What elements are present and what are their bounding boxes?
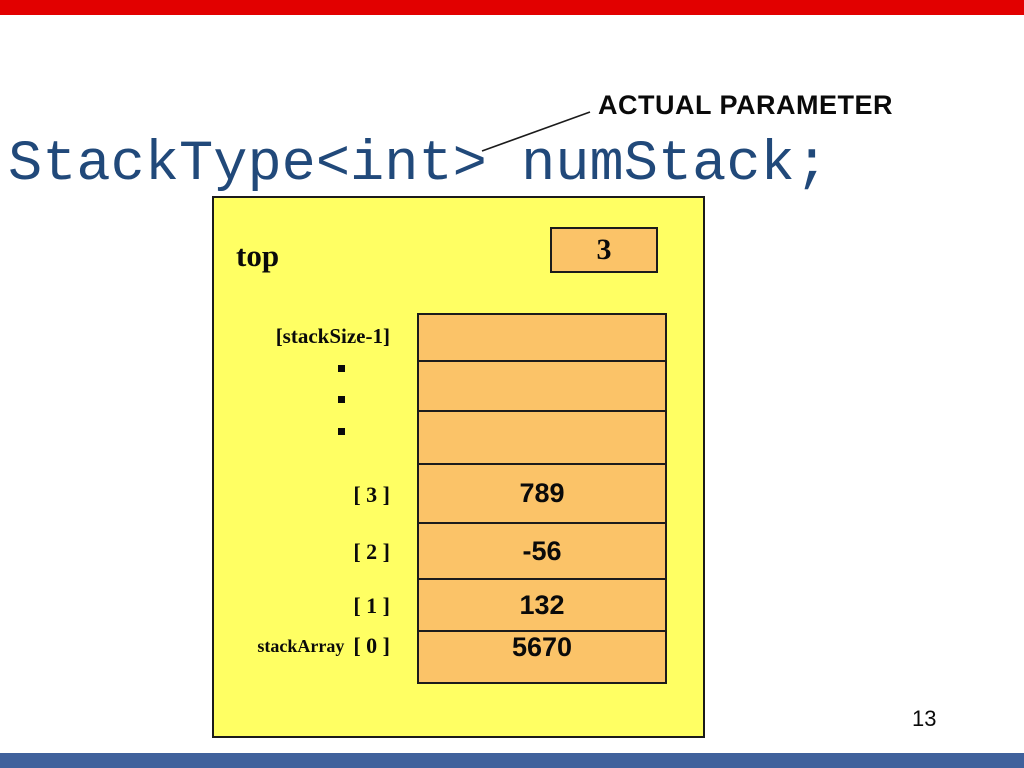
index-label-1: [ 1 ]: [353, 593, 390, 618]
array-cell: 789: [419, 465, 665, 524]
annotation-label: ACTUAL PARAMETER: [598, 90, 893, 120]
top-value-box: 3: [550, 227, 658, 273]
bottom-accent-bar: [0, 753, 1024, 768]
top-accent-bar: [0, 0, 1024, 15]
index-label-0: stackArray [ 0 ]: [214, 632, 390, 684]
index-label-stacksize: [stackSize-1]: [275, 324, 390, 348]
array-cell: [419, 315, 665, 362]
stack-array-column: 789 -56 132 5670: [417, 313, 667, 684]
page-number: 13: [912, 706, 937, 731]
array-cell: 132: [419, 580, 665, 632]
array-name-label: stackArray: [257, 636, 345, 656]
array-cell: [419, 362, 665, 412]
vertical-ellipsis-dot: [338, 396, 345, 403]
array-cell: -56: [419, 524, 665, 580]
top-field-value: 3: [596, 233, 612, 266]
cell-value: 132: [519, 589, 565, 620]
index-label-3: [ 3 ]: [353, 481, 390, 507]
cell-value: -56: [522, 535, 562, 566]
vertical-ellipsis-dot: [338, 365, 345, 372]
cell-value: 789: [519, 478, 565, 508]
cell-value: 5670: [511, 632, 573, 662]
top-field-label: top: [236, 238, 280, 273]
array-cell: [419, 412, 665, 465]
array-cell: 5670: [419, 632, 665, 682]
stack-object-box: top 3 [stackSize-1] [ 3 ] [ 2 ] [ 1 ] st…: [212, 196, 705, 738]
vertical-ellipsis-dot: [338, 428, 345, 435]
index-bracket-0: [ 0 ]: [353, 633, 390, 658]
index-label-2: [ 2 ]: [353, 539, 390, 564]
code-declaration: StackType<int> numStack;: [8, 133, 829, 197]
